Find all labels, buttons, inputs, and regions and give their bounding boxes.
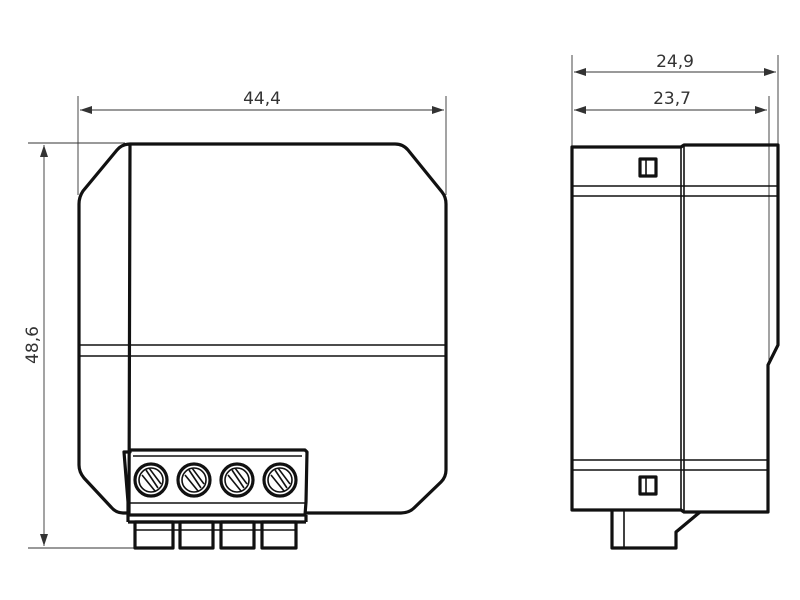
body-depth-dimension: 23,7: [574, 89, 770, 512]
terminal-screw-4: [262, 462, 298, 498]
side-terminal-foot: [610, 510, 702, 550]
terminal-tab-3: [219, 520, 256, 550]
front-view: 44,4 48,6: [23, 89, 448, 550]
height-label: 48,6: [23, 326, 43, 364]
terminal-screw-2: [176, 462, 212, 498]
side-body-outline: [570, 143, 780, 514]
terminal-tab-1: [133, 520, 175, 550]
terminal-screw-1: [133, 462, 169, 498]
terminal-tab-4: [260, 520, 298, 550]
width-dimension: 44,4: [77, 89, 447, 195]
overall-depth-label: 24,9: [656, 52, 694, 72]
top-clip: [638, 157, 658, 178]
terminal-screw-3: [219, 462, 255, 498]
height-dimension: 48,6: [23, 142, 135, 549]
overall-depth-dimension: 24,9: [571, 52, 779, 148]
body-depth-label: 23,7: [653, 89, 691, 109]
side-view: 24,9 23,7: [570, 52, 780, 550]
terminal-block: [122, 448, 309, 550]
terminal-tab-2: [178, 520, 215, 550]
front-body-outline: [77, 142, 448, 515]
width-label: 44,4: [243, 89, 281, 109]
bottom-clip: [638, 475, 658, 496]
